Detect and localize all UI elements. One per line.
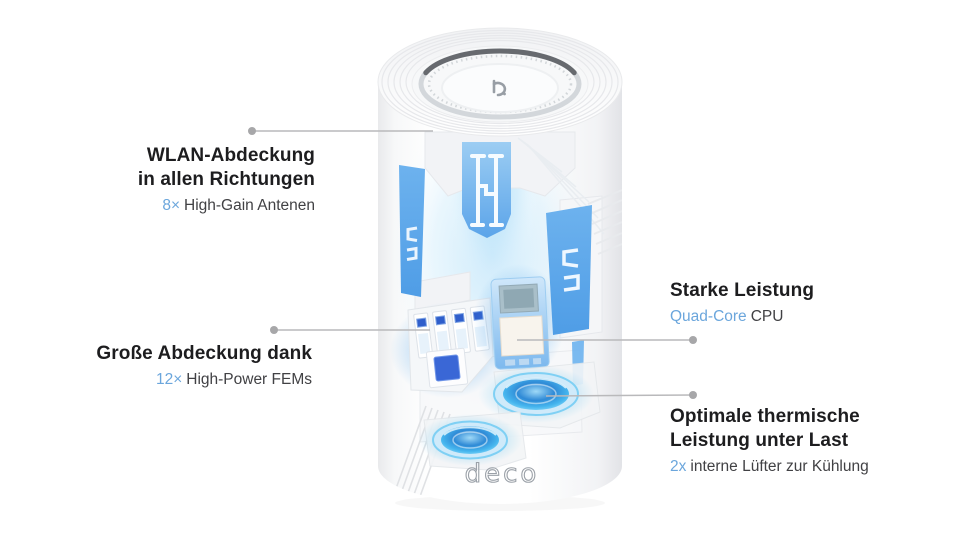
spec-value: 2x [670,458,687,475]
leader-dot-wlan [248,127,256,135]
spec-text: High-Gain Antenen [184,197,315,214]
top-center-disc [441,63,559,113]
top-vent-dark-arc [423,48,577,76]
callout-leader-lines [252,130,694,397]
callout-heading-line: WLAN-Abdeckung [146,145,315,166]
cap-grooves [381,29,619,135]
spec-text: High-Power FEMs [186,371,312,388]
callout-heading-line: in allen Richtungen [137,169,315,190]
leader-dot-fems [270,326,278,334]
rib-texture-right [587,189,622,255]
spec-value: 8× [162,197,181,214]
cpu-chip [499,315,545,357]
cooling-fan-lower [418,411,527,471]
antenna-center [462,142,511,238]
callout-spec: 8×High-Gain Antenen [60,196,315,215]
spec-value: 12× [155,371,183,388]
device-top-cap [377,27,623,137]
callout-heading-line: Leistung unter Last [670,430,849,451]
deco-logo: deco [465,459,540,489]
callout-heading-line: Starke Leistung [670,280,815,301]
spec-text: CPU [750,308,784,325]
fem-board [390,297,506,398]
callout-wlan-coverage: WLAN-Abdeckung in allen Richtungen 8×Hig… [60,144,315,215]
callout-heading-line: Große Abdeckung dank [96,343,312,364]
cooling-fan-upper [478,361,601,429]
callout-leader-dots [248,127,697,399]
tp-link-logo-icon [492,79,507,97]
cpu-board [473,264,565,380]
fem-power-module [425,347,469,389]
callout-heading-line: Optimale thermische [670,406,860,427]
callout-coverage-fems: Große Abdeckung dank 12×High-Power FEMs [57,342,312,389]
callout-thermal: Optimale thermische Leistung unter Last … [670,405,950,476]
leader-line-fans [545,394,694,397]
leader-dot-cpu [689,336,697,344]
device-cutaway-interior: deco [384,60,622,503]
antenna-panel-left [399,165,425,297]
spec-text: interne Lüfter zur Kühlung [690,458,869,475]
spec-value: Quad-Core [670,308,747,325]
leader-dot-fans [689,391,697,399]
callout-spec: 12×High-Power FEMs [57,370,312,389]
